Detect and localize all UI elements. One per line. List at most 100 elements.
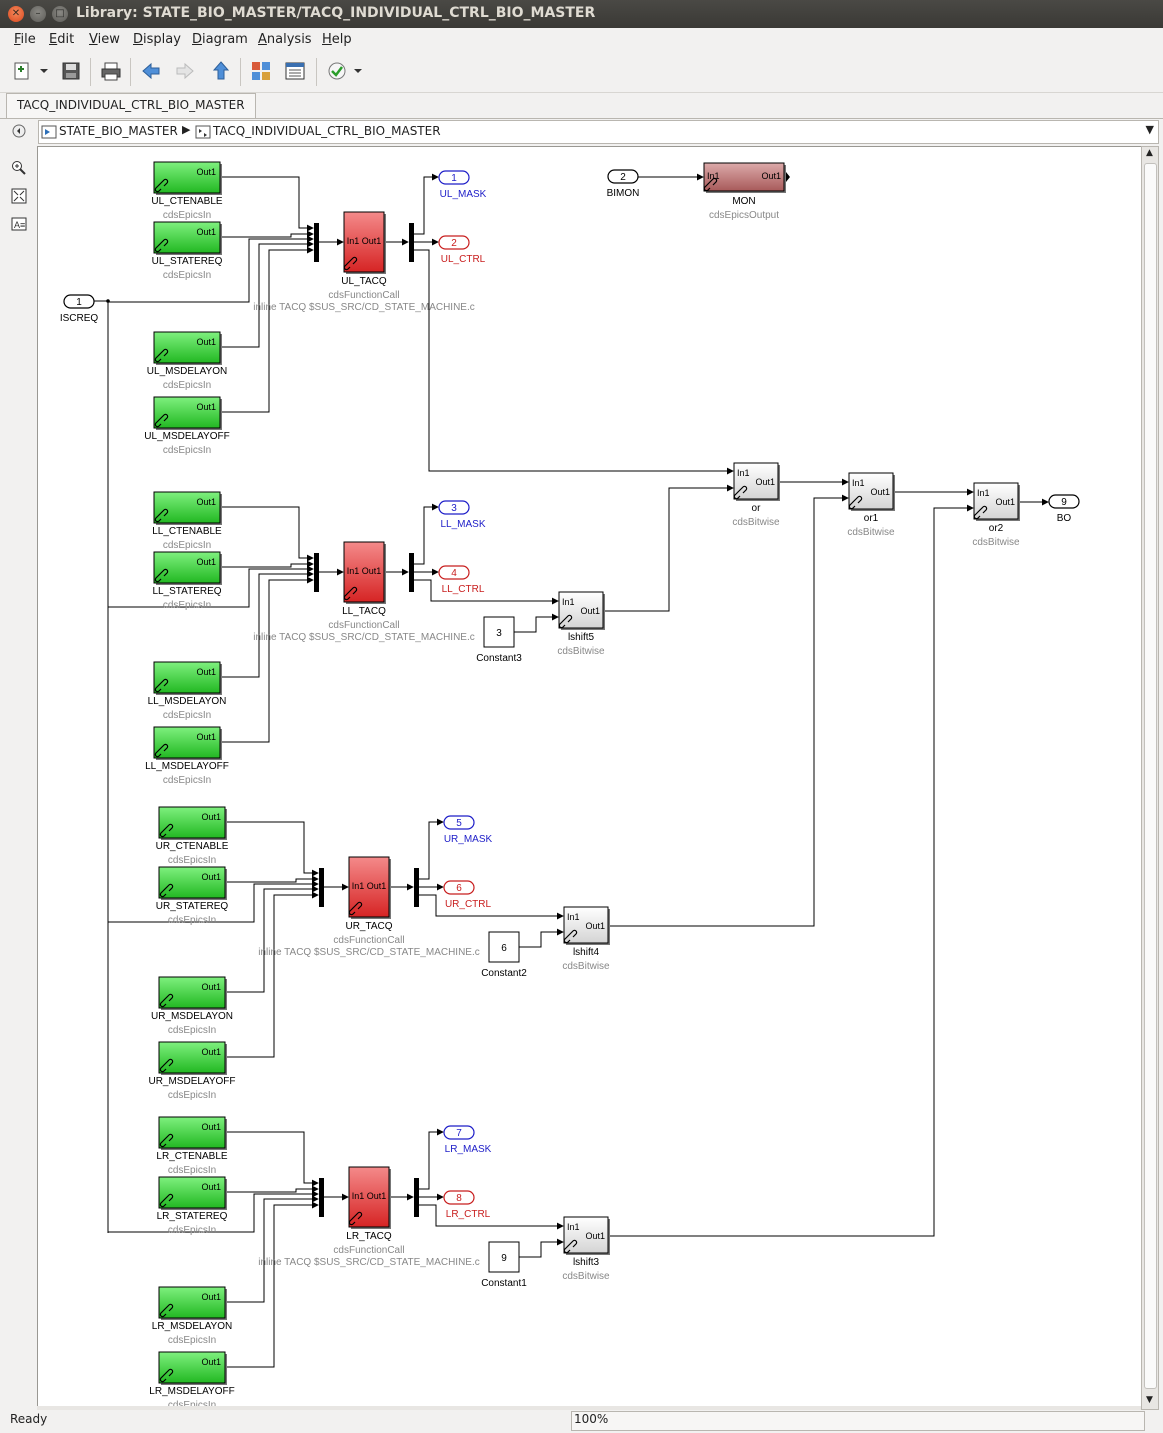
new-dropdown-chevron-icon[interactable] (38, 60, 50, 82)
horizontal-scrollbar[interactable] (37, 1406, 1141, 1410)
menu-display[interactable]: Display (133, 32, 181, 47)
menu-help[interactable]: Help (322, 32, 352, 47)
svg-text:A≡: A≡ (14, 220, 25, 230)
block-name: LL_TACQ (342, 606, 386, 617)
port-block[interactable]: 9BO (1048, 494, 1080, 524)
block-subtitle: cdsBitwise (557, 646, 605, 657)
port-block[interactable]: 5UR_MASK (443, 815, 493, 845)
port-block[interactable]: 8LR_CTRL (443, 1190, 491, 1220)
breadcrumb-dropdown-icon[interactable]: ▼ (1145, 123, 1154, 136)
library-browser-icon[interactable] (250, 60, 272, 82)
model-explorer-icon[interactable] (284, 60, 306, 82)
port-block[interactable]: 6UR_CTRL (443, 880, 491, 910)
scroll-thumb[interactable] (1144, 163, 1157, 1389)
port-block[interactable]: 3LL_MASK (438, 500, 486, 530)
breadcrumb-child[interactable]: TACQ_INDIVIDUAL_CTRL_BIO_MASTER (213, 124, 441, 138)
close-window-icon[interactable]: ✕ (8, 6, 24, 22)
tab-tacq-individual-ctrl[interactable]: TACQ_INDIVIDUAL_CTRL_BIO_MASTER (6, 93, 256, 118)
annotation-icon[interactable]: A≡ (11, 216, 27, 232)
signal-line (220, 560, 314, 568)
menu-view[interactable]: View (89, 32, 120, 47)
save-icon[interactable] (60, 60, 82, 82)
zoom-icon[interactable] (11, 160, 27, 176)
menu-diagram[interactable]: Diagram (192, 32, 248, 47)
library-link-icon (154, 678, 169, 693)
block-subtitle: cdsFunctionCall (328, 290, 399, 301)
port-name: UL_CTRL (441, 254, 486, 265)
menu-file[interactable]: File (14, 32, 36, 47)
block-name: or1 (864, 513, 879, 524)
breadcrumb-root[interactable]: STATE_BIO_MASTER (59, 124, 178, 138)
scroll-down-icon[interactable]: ▼ (1146, 1395, 1153, 1405)
port-oval (443, 1190, 475, 1205)
port-label-out1: Out1 (196, 497, 216, 507)
hide-browser-icon[interactable] (12, 124, 26, 138)
minimize-window-icon[interactable]: – (30, 6, 46, 22)
constant-value: 3 (496, 628, 502, 639)
back-arrow-icon[interactable] (140, 60, 162, 82)
port-block[interactable]: 4LL_CTRL (438, 565, 485, 595)
block-body (848, 472, 894, 510)
fit-to-view-icon[interactable] (11, 188, 27, 204)
port-block[interactable]: 7LR_MASK (443, 1125, 492, 1155)
output-arrow-icon (786, 172, 790, 182)
port-number: 9 (1061, 497, 1067, 508)
check-dropdown-chevron-icon[interactable] (352, 60, 364, 82)
forward-arrow-icon[interactable] (174, 60, 196, 82)
block-name: UR_CTENABLE (156, 841, 229, 852)
port-block[interactable]: 1UL_MASK (438, 170, 487, 200)
block-name: UL_CTENABLE (151, 196, 222, 207)
check-model-icon[interactable] (326, 60, 348, 82)
up-arrow-icon[interactable] (210, 60, 232, 82)
vertical-scrollbar[interactable]: ▲ ▼ (1141, 146, 1159, 1410)
menu-edit[interactable]: Edit (49, 32, 75, 47)
menu-analysis[interactable]: Analysis (258, 32, 312, 47)
maximize-window-icon[interactable]: □ (52, 6, 68, 22)
block-subtitle: cdsBitwise (562, 1271, 610, 1282)
port-name: UR_MASK (444, 834, 493, 845)
scroll-up-icon[interactable]: ▲ (1146, 148, 1153, 158)
signal-line (108, 1190, 319, 1233)
port-block[interactable]: 2UL_CTRL (438, 235, 486, 265)
block-name: lshift3 (573, 1257, 600, 1268)
print-icon[interactable] (100, 60, 122, 82)
new-model-icon[interactable] (12, 60, 34, 82)
block-body (153, 396, 221, 429)
signal-line (519, 928, 564, 948)
block-body (158, 1176, 226, 1209)
port-labels: In1 Out1 (352, 881, 387, 891)
